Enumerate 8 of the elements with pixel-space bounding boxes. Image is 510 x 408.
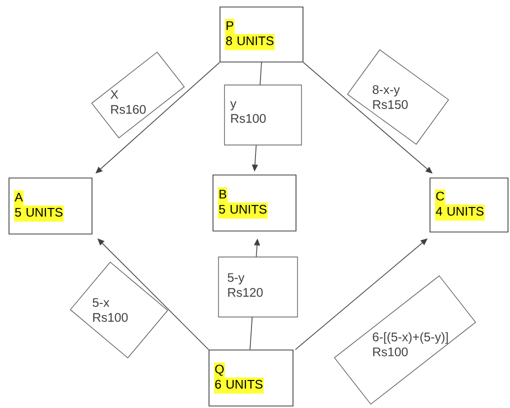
location-box: A 5 UNITS <box>8 178 92 234</box>
edge-label: y Rs100 <box>224 84 302 146</box>
location-box: C 4 UNITS <box>430 178 508 232</box>
location-box: P 8 UNITS <box>220 6 304 62</box>
location-box: B 5 UNITS <box>212 174 296 232</box>
edge-label: X Rs160 <box>91 52 185 138</box>
location-box: Q 6 UNITS <box>208 350 294 406</box>
edge-label: 5-y Rs120 <box>218 256 298 318</box>
